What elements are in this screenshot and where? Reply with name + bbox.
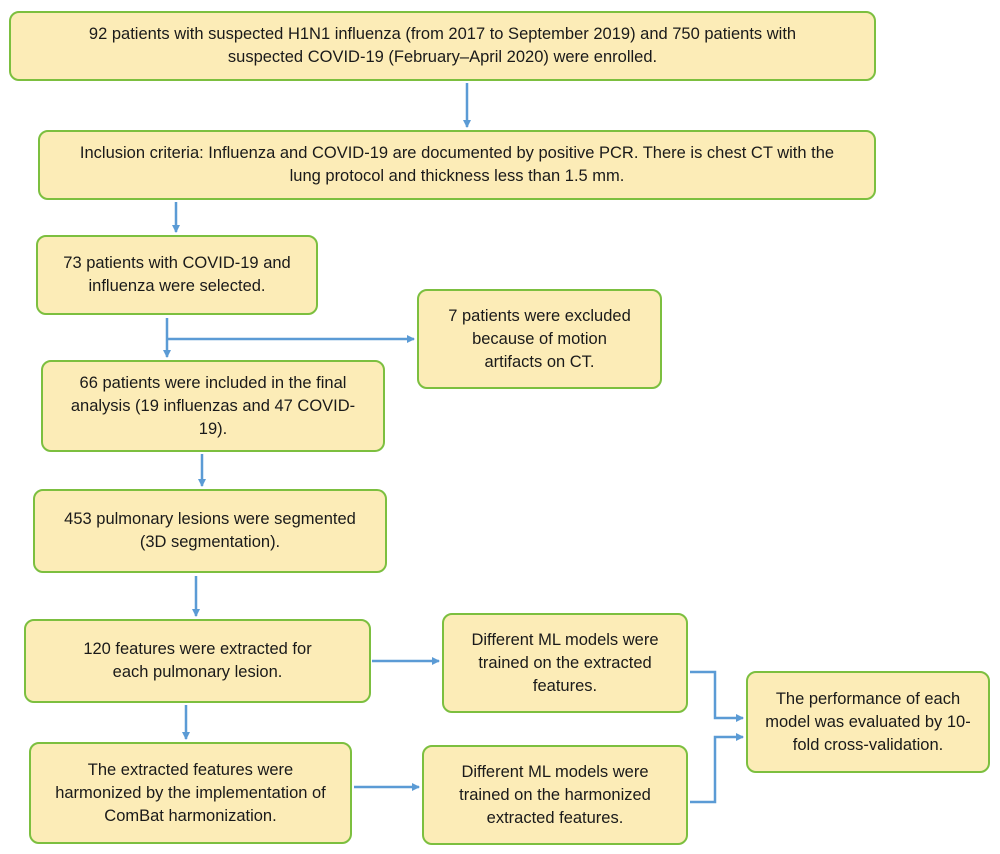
models-harmonized-box: Different ML models were trained on the …: [422, 745, 688, 845]
final-analysis-box: 66 patients were included in the final a…: [41, 360, 385, 452]
models-extracted-box: Different ML models were trained on the …: [442, 613, 688, 713]
enrollment-box: 92 patients with suspected H1N1 influenz…: [9, 11, 876, 81]
arrow-models-extracted-to-performance: [690, 670, 744, 722]
inclusion-criteria-box: Inclusion criteria: Influenza and COVID-…: [38, 130, 876, 200]
performance-box: The performance of each model was evalua…: [746, 671, 990, 773]
selected-box: 73 patients with COVID-19 and influenza …: [36, 235, 318, 315]
arrow-models-harmonized-to-performance: [690, 733, 744, 804]
segmentation-box: 453 pulmonary lesions were segmented (3D…: [33, 489, 387, 573]
features-box: 120 features were extracted for each pul…: [24, 619, 371, 703]
harmonized-box: The extracted features were harmonized b…: [29, 742, 352, 844]
excluded-box: 7 patients were excluded because of moti…: [417, 289, 662, 389]
